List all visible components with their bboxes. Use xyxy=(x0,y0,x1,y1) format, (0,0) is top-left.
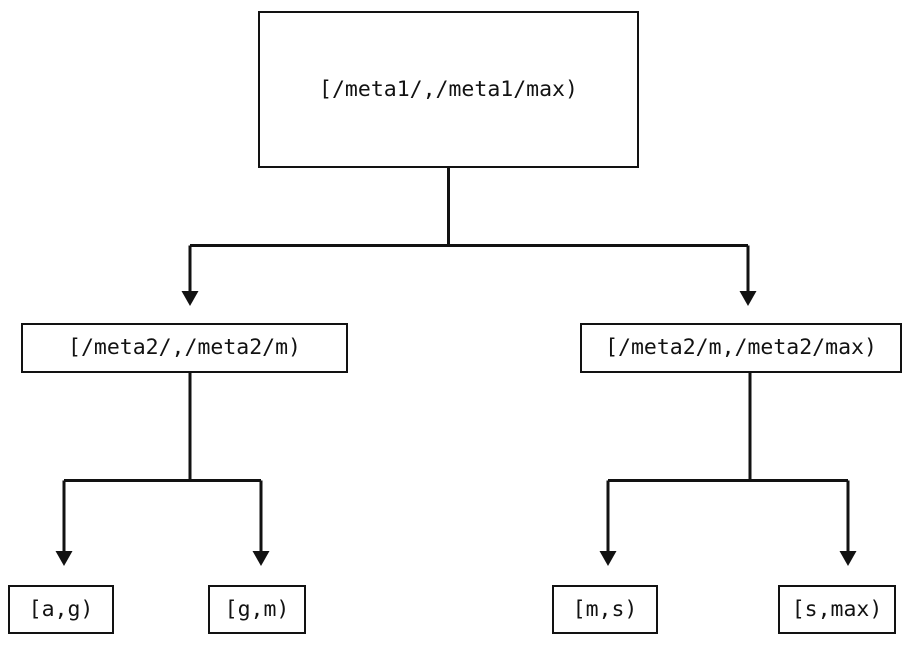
arrowhead-icon-to-leaf-4 xyxy=(839,551,857,566)
tree-node-leaf-2[interactable]: [g,m) xyxy=(208,585,306,634)
tree-node-mid-right[interactable]: [/meta2/m,/meta2/max) xyxy=(580,323,902,373)
edge-mid-left-to-leaves xyxy=(55,373,270,566)
arrowhead-icon-to-mid-left xyxy=(181,291,199,306)
tree-node-leaf-4[interactable]: [s,max) xyxy=(778,585,896,634)
tree-node-leaf-2-label: [g,m) xyxy=(224,596,290,622)
tree-node-root-label: [/meta1/,/meta1/max) xyxy=(319,76,578,102)
edge-root-to-mid-level xyxy=(181,168,757,306)
edge-mid-right-to-leaves xyxy=(599,373,857,566)
arrowhead-icon-to-leaf-1 xyxy=(55,551,73,566)
tree-node-root[interactable]: [/meta1/,/meta1/max) xyxy=(258,11,639,168)
arrowhead-icon-to-leaf-3 xyxy=(599,551,617,566)
tree-node-leaf-3[interactable]: [m,s) xyxy=(552,585,658,634)
tree-node-mid-left-label: [/meta2/,/meta2/m) xyxy=(68,335,301,361)
tree-node-mid-left[interactable]: [/meta2/,/meta2/m) xyxy=(21,323,348,373)
tree-node-leaf-1[interactable]: [a,g) xyxy=(8,585,114,634)
tree-node-mid-right-label: [/meta2/m,/meta2/max) xyxy=(605,335,877,361)
tree-node-leaf-1-label: [a,g) xyxy=(28,596,94,622)
tree-node-leaf-3-label: [m,s) xyxy=(572,596,638,622)
arrowhead-icon-to-mid-right xyxy=(739,291,757,306)
arrowhead-icon-to-leaf-2 xyxy=(252,551,270,566)
tree-node-leaf-4-label: [s,max) xyxy=(791,596,883,622)
